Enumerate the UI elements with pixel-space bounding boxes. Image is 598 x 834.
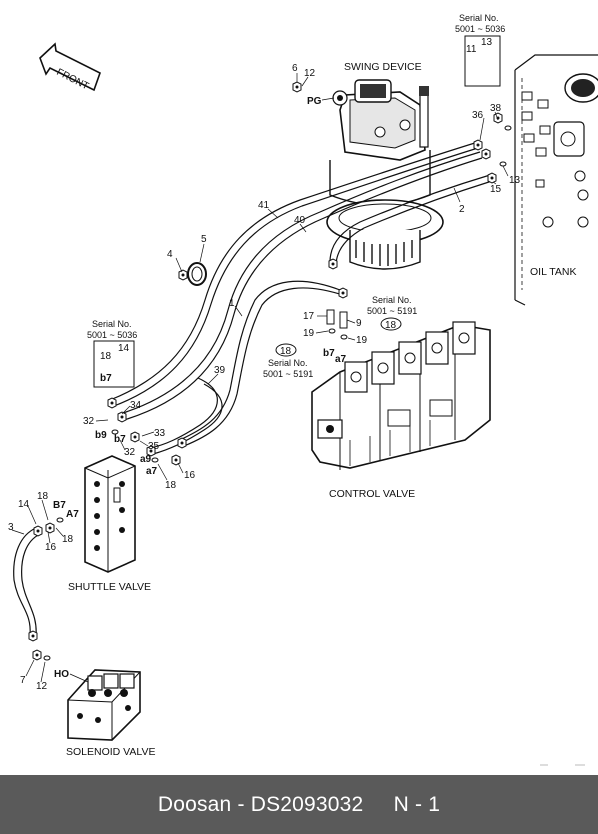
- part-number: 1: [229, 298, 235, 309]
- serial-box-left-port: b7: [100, 373, 112, 384]
- port-labels: b9 b7 a9 a7 B7 A7: [53, 430, 158, 520]
- port-a7-sv: a7: [146, 466, 158, 477]
- clamp: [187, 262, 207, 286]
- cv-fittings: [326, 309, 348, 340]
- serial-box-left: Serial No. 5001 ~ 5036 18 14 b7: [87, 319, 137, 388]
- swing-device-caption: SWING DEVICE: [344, 61, 422, 73]
- serial-box-left-part-14: 14: [118, 343, 130, 354]
- part-number: 16: [184, 470, 196, 481]
- swing-device: SWING DEVICE PG: [307, 61, 444, 270]
- serial-box-left-range: 5001 ~ 5036: [87, 330, 137, 340]
- part-number: 36: [472, 110, 484, 121]
- part-number: 16: [45, 542, 57, 553]
- serial-note-center-part: 18: [385, 320, 397, 331]
- control-valve: CONTROL VALVE b7 a7: [311, 321, 491, 500]
- footer-part-code: DS2093032: [250, 792, 364, 816]
- footer-page-ref: N - 1: [393, 792, 441, 816]
- port-a7-cv: a7: [335, 354, 347, 365]
- oil-tank-caption: OIL TANK: [530, 266, 577, 278]
- footer-bar: Doosan - DS2093032 N - 1: [0, 775, 598, 834]
- part-number: 14: [18, 499, 30, 510]
- part-number: 18: [165, 480, 177, 491]
- oil-tank: OIL TANK: [514, 54, 598, 306]
- serial-box-top-right-part-13: 13: [481, 37, 493, 48]
- serial-box-left-title: Serial No.: [92, 319, 132, 329]
- solenoid-valve: SOLENOID VALVE HO: [54, 669, 155, 758]
- serial-note-center-title: Serial No.: [372, 295, 412, 305]
- shuttle-valve: SHUTTLE VALVE: [68, 455, 151, 593]
- serial-box-top-right-title: Serial No.: [459, 13, 499, 23]
- front-arrow: FRONT: [39, 42, 101, 92]
- part-numbers: 6 12 38 36 13 15 2 41 40 4 5 1 17 9 19 1…: [8, 63, 521, 692]
- part-number: 40: [294, 215, 306, 226]
- serial-note-center: Serial No. 5001 ~ 5191 18: [367, 295, 417, 331]
- part-number: 2: [459, 204, 465, 215]
- serial-note-left-center-title: Serial No.: [268, 358, 308, 368]
- part-number: 19: [303, 328, 315, 339]
- serial-note-center-range: 5001 ~ 5191: [367, 306, 417, 316]
- part-number: 9: [356, 318, 362, 329]
- port-A7: A7: [66, 509, 79, 520]
- port-b9: b9: [95, 430, 107, 441]
- serial-box-top-right-range: 5001 ~ 5036: [455, 24, 505, 34]
- footer-brand: Doosan: [157, 792, 232, 816]
- part-number: 19: [356, 335, 368, 346]
- part-number: 35: [148, 441, 160, 452]
- hoses: [13, 141, 493, 638]
- hydraulic-diagram: FRONT OIL TANK: [8, 13, 598, 766]
- port-pg: PG: [307, 96, 322, 107]
- solenoid-valve-caption: SOLENOID VALVE: [66, 746, 155, 758]
- serial-box-top-right: Serial No. 5001 ~ 5036 13 11: [455, 13, 505, 87]
- part-number: 34: [130, 400, 142, 411]
- serial-note-left-center: 18 Serial No. 5001 ~ 5191: [263, 343, 313, 379]
- part-number: 15: [490, 184, 502, 195]
- part-number: 4: [167, 249, 173, 260]
- part-number: 3: [8, 522, 14, 533]
- port-b7-cv: b7: [323, 348, 335, 359]
- part-number: 18: [37, 491, 49, 502]
- footer-separator: -: [231, 792, 251, 816]
- part-number: 33: [154, 428, 166, 439]
- serial-box-left-part-18: 18: [100, 351, 112, 362]
- part-number: 32: [83, 416, 95, 427]
- port-b7-sv: b7: [114, 434, 126, 445]
- serial-box-top-right-part-11: 11: [466, 44, 477, 55]
- footer-text: Doosan - DS2093032 N - 1: [158, 793, 440, 817]
- serial-note-left-center-part: 18: [280, 346, 292, 357]
- port-a9: a9: [140, 454, 152, 465]
- port-ho: HO: [54, 669, 69, 680]
- part-number: 18: [62, 534, 74, 545]
- leader-lines: [11, 73, 509, 683]
- part-number: 41: [258, 200, 270, 211]
- part-number: 32: [124, 447, 136, 458]
- diagram-canvas: FRONT OIL TANK: [8, 13, 598, 766]
- part-number: 13: [509, 175, 521, 186]
- part-number: 39: [214, 365, 226, 376]
- serial-note-left-center-range: 5001 ~ 5191: [263, 369, 313, 379]
- part-number: 6: [292, 63, 298, 74]
- part-number: 7: [20, 675, 26, 686]
- port-B7: B7: [53, 500, 66, 511]
- part-number: 38: [490, 103, 502, 114]
- part-number: 5: [201, 234, 207, 245]
- part-number: 17: [303, 311, 315, 322]
- control-valve-caption: CONTROL VALVE: [329, 488, 415, 500]
- shuttle-valve-caption: SHUTTLE VALVE: [68, 581, 151, 593]
- part-number: 12: [36, 681, 48, 692]
- part-number: 12: [304, 68, 316, 79]
